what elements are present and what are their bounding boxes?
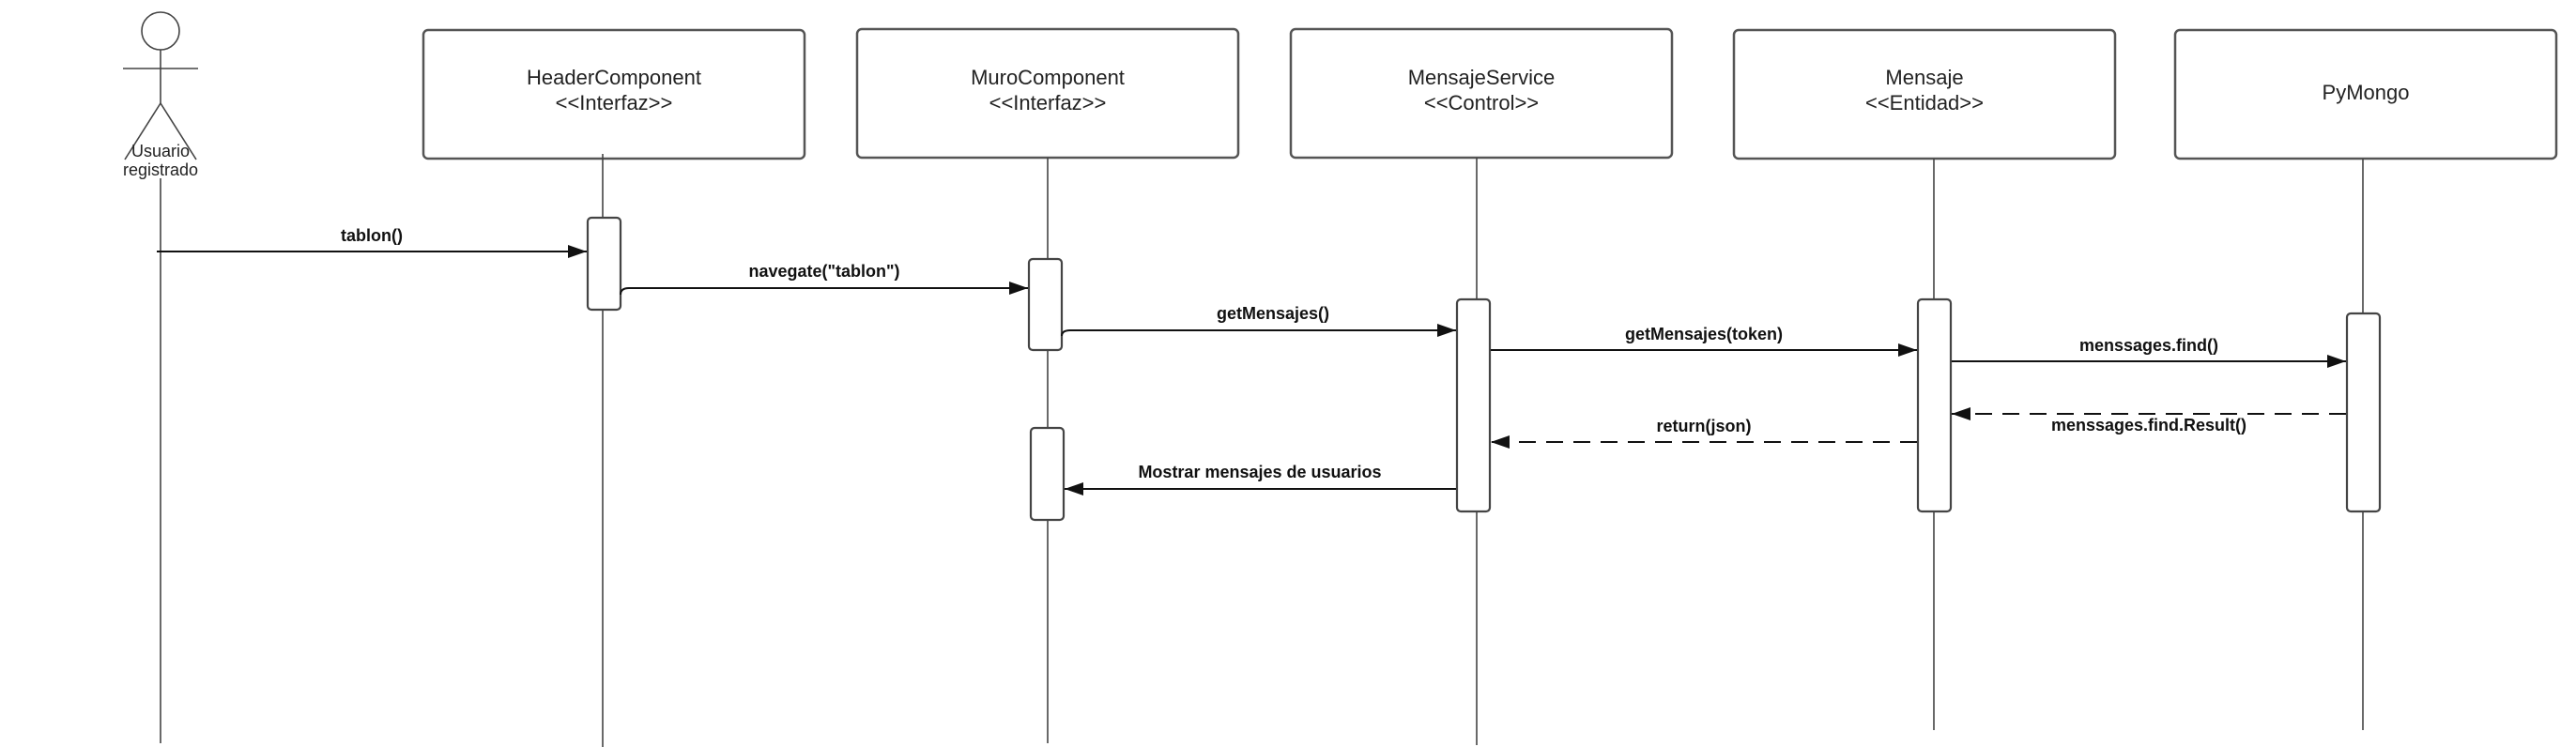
message-arrow-getmensajes [1061, 324, 1456, 337]
message-arrow-navegate [620, 282, 1028, 296]
message-return-json: return(json) [1491, 417, 1917, 449]
participant-name-pymongo: PyMongo [2323, 81, 2410, 104]
actor-label-line1: Usuario [131, 142, 190, 160]
participant-stereotype-service: <<Control>> [1424, 91, 1539, 114]
participant-name-service: MensajeService [1408, 66, 1556, 89]
participant-box-service [1289, 27, 1674, 160]
message-label-navegate: navegate("tablon") [748, 262, 899, 281]
message-label-menssages-find: menssages.find() [2079, 336, 2218, 355]
activation-pymongo [2345, 312, 2382, 513]
message-label-getmensajes: getMensajes() [1217, 304, 1329, 323]
participant-stereotype-mensaje: <<Entidad>> [1865, 91, 1984, 114]
message-label-mostrar-mensajes: Mostrar mensajes de usuarios [1138, 463, 1381, 481]
participant-name-muro: MuroComponent [971, 66, 1125, 89]
message-menssages-find-result: menssages.find.Result() [1952, 407, 2346, 434]
message-navegate: navegate("tablon") [620, 262, 1028, 296]
activation-muro-1 [1027, 257, 1064, 352]
activation-header [586, 216, 622, 312]
actor-right-leg [160, 102, 197, 160]
participant-name-mensaje: Mensaje [1885, 66, 1963, 89]
participant-pymongo: PyMongo [2173, 28, 2558, 730]
participant-stereotype-muro: <<Interfaz>> [989, 91, 1107, 114]
message-getmensajes-token: getMensajes(token) [1491, 325, 1917, 357]
message-label-getmensajes-token: getMensajes(token) [1625, 325, 1783, 343]
activation-mensaje [1916, 297, 1953, 513]
participant-stereotype-header: <<Interfaz>> [556, 91, 673, 114]
participant-box-header [422, 28, 806, 160]
participant-mensaje-service: MensajeService <<Control>> [1289, 27, 1674, 745]
message-mostrar-mensajes: Mostrar mensajes de usuarios [1065, 463, 1456, 495]
participant-name-header: HeaderComponent [527, 66, 701, 89]
activation-service [1455, 297, 1492, 513]
message-tablon: tablon() [157, 226, 587, 258]
actor-left-leg [124, 102, 161, 160]
message-menssages-find: menssages.find() [1952, 336, 2346, 368]
participant-box-pymongo [2173, 28, 2558, 160]
message-getmensajes: getMensajes() [1061, 304, 1456, 337]
participant-mensaje: Mensaje <<Entidad>> [1732, 28, 2117, 730]
message-label-tablon: tablon() [341, 226, 403, 245]
participant-header-component: HeaderComponent <<Interfaz>> [422, 28, 806, 747]
actor-usuario-registrado: Usuario registrado [123, 11, 198, 743]
actor-label-line2: registrado [123, 160, 198, 179]
message-label-menssages-find-result: menssages.find.Result() [2051, 416, 2246, 434]
actor-head [141, 11, 180, 51]
participant-box-mensaje [1732, 28, 2117, 160]
participant-muro-component: MuroComponent <<Interfaz>> [855, 27, 1240, 743]
message-label-return-json: return(json) [1657, 417, 1752, 435]
activation-muro-2 [1029, 426, 1066, 522]
